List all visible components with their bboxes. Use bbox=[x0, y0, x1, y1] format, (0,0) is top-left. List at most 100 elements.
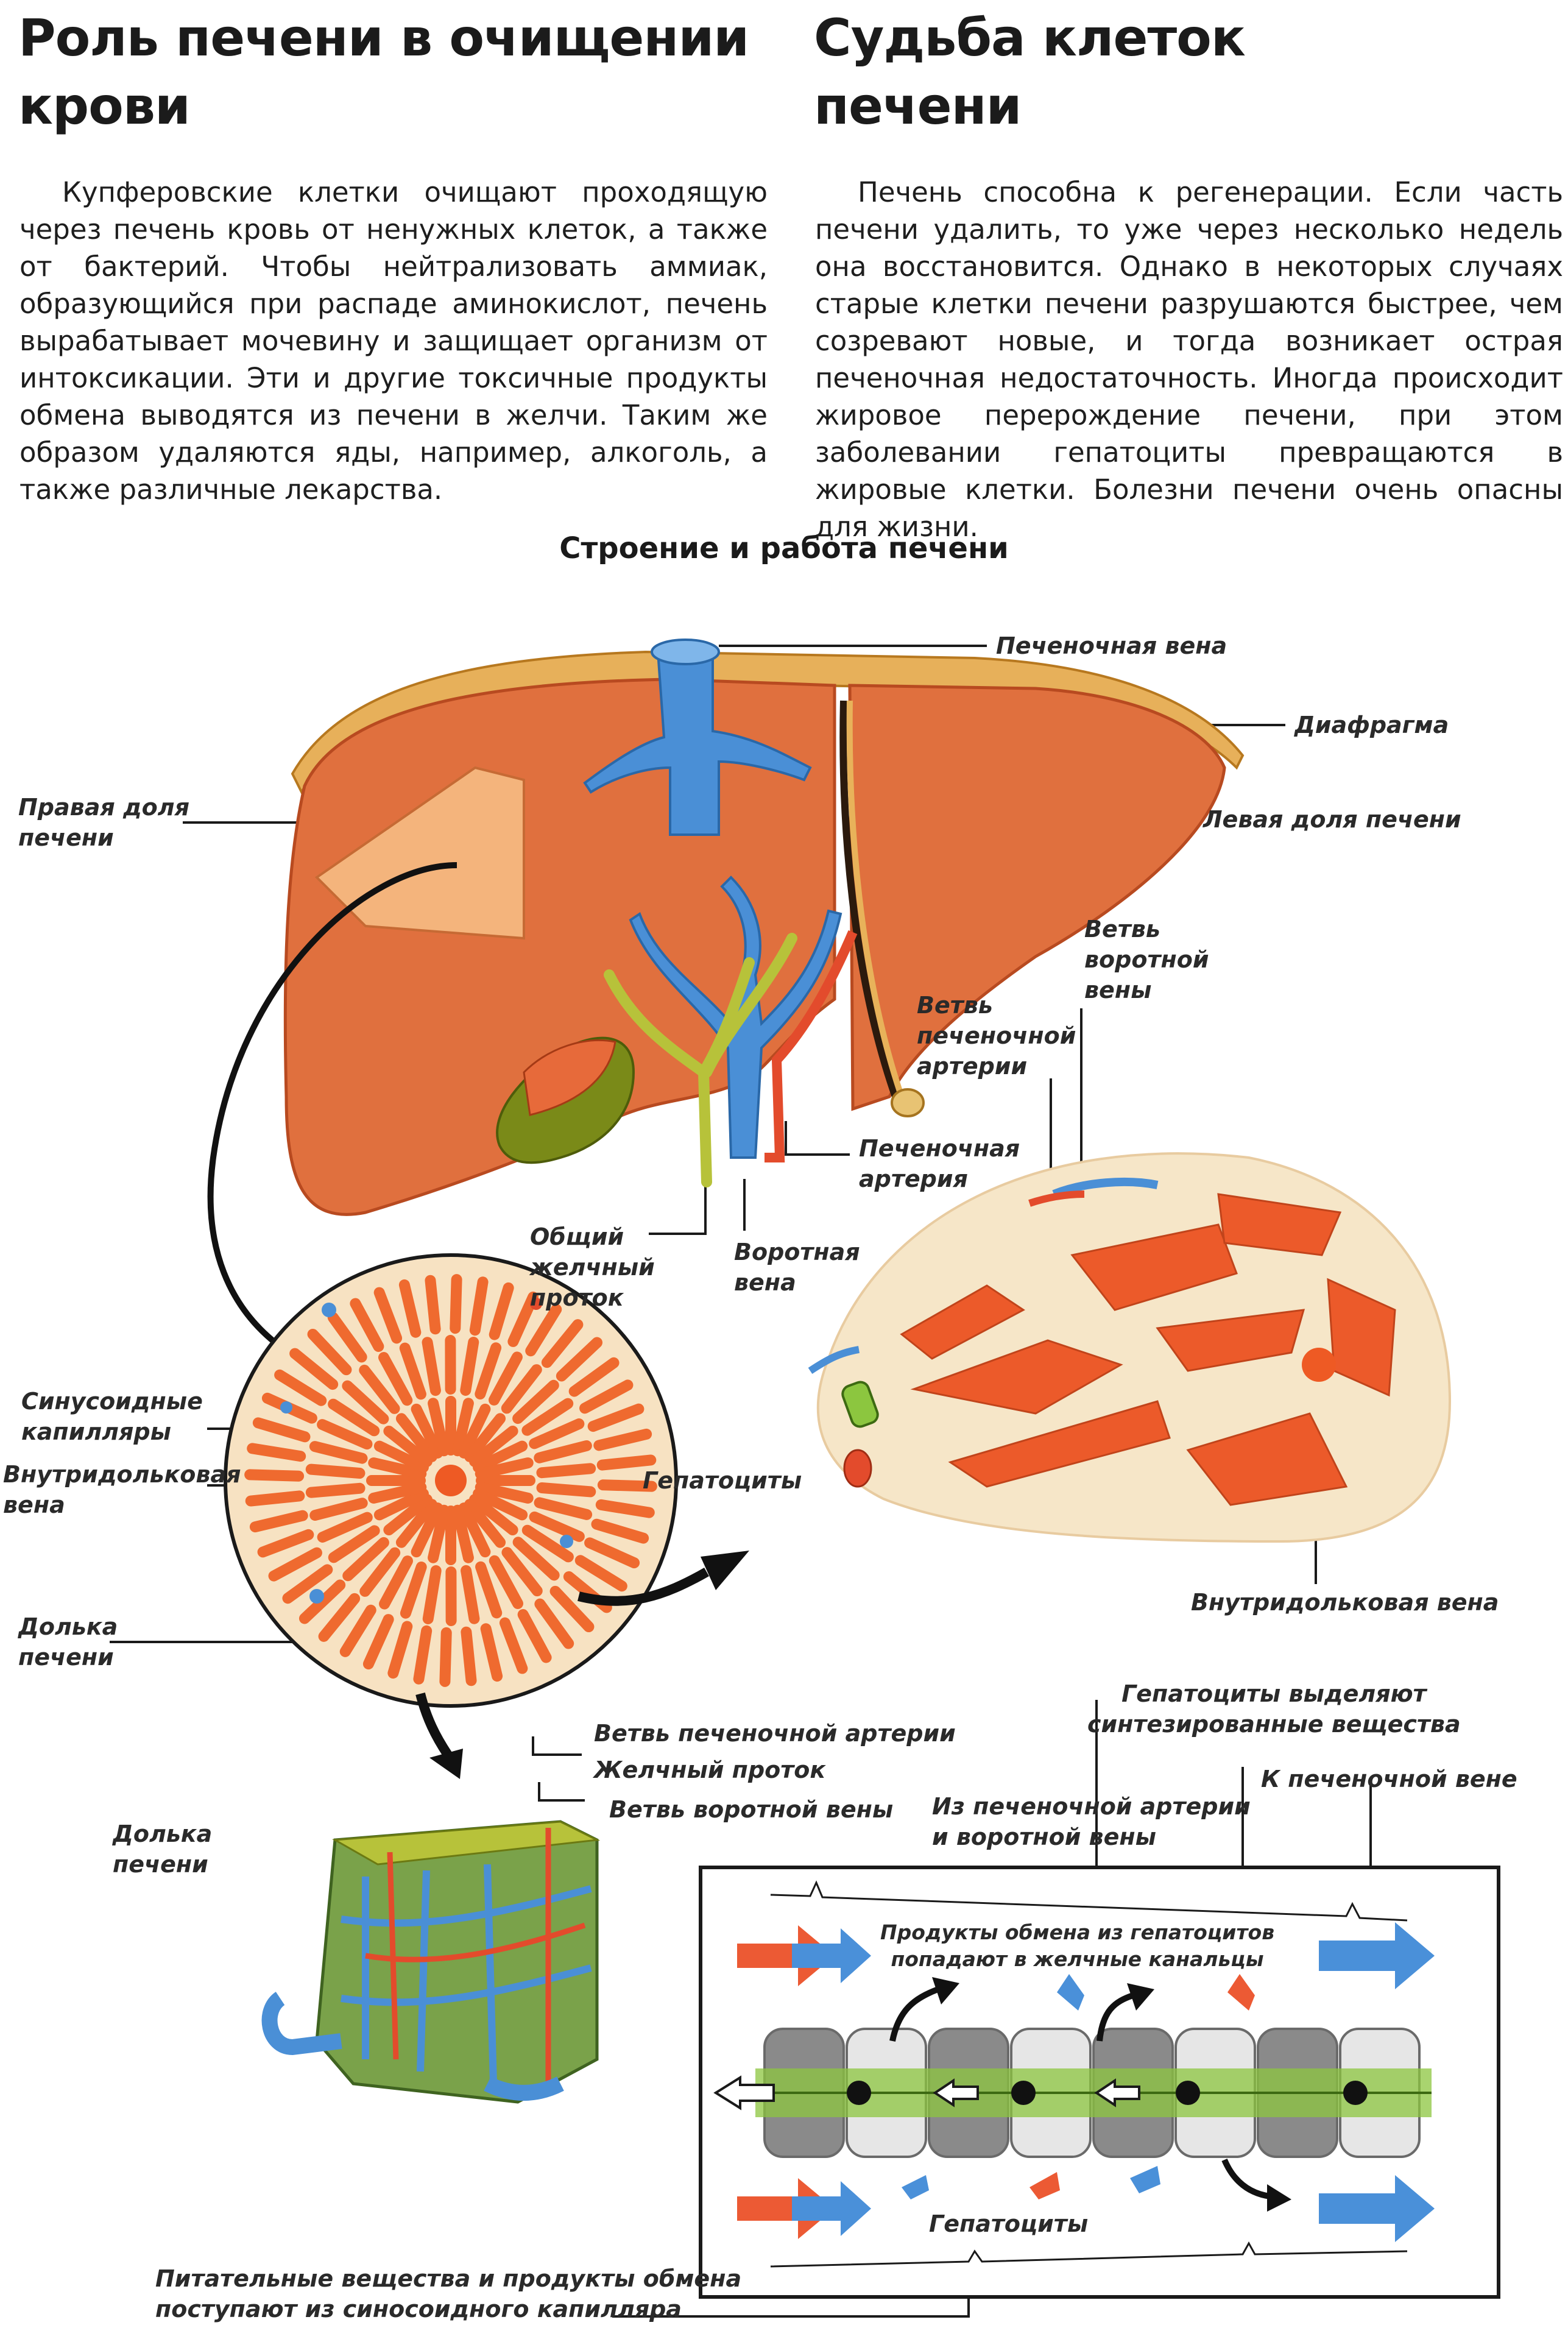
hepatic-artery-shape bbox=[765, 930, 858, 1162]
hepatocyte-cord bbox=[597, 1479, 657, 1492]
hepatocyte-cord bbox=[328, 1525, 380, 1563]
hepatocyte-cord bbox=[475, 1457, 534, 1479]
hepatocyte-cord bbox=[298, 1579, 346, 1624]
label-nutrients-line-1: Питательные вещества и продукты обмена bbox=[155, 2265, 742, 2292]
hepatocyte-cord bbox=[422, 1337, 441, 1396]
hepatocyte-cord bbox=[268, 1547, 322, 1582]
label-portal-vein-branch-line-2: воротной bbox=[1084, 946, 1209, 973]
liver-illustration bbox=[283, 639, 1245, 1216]
hepatocyte-cord bbox=[428, 1504, 450, 1563]
arrow-to-sinusoid bbox=[577, 1568, 709, 1606]
hepatocyte-cord bbox=[252, 1417, 311, 1443]
hepatocyte-cord bbox=[274, 1369, 327, 1406]
label-central-vein-left-line-2: вена bbox=[3, 1491, 65, 1518]
label-sinusoid-capillaries-line-2: капилляры bbox=[21, 1418, 171, 1445]
label-portal-vein-branch-line-1: Ветвь bbox=[1084, 916, 1160, 943]
hepatocyte-cord bbox=[282, 1564, 333, 1604]
hepatocyte-cord bbox=[469, 1276, 489, 1336]
hepatocyte-cord bbox=[536, 1482, 596, 1498]
hepatocyte-cord bbox=[422, 1565, 442, 1624]
label-nutrients: Питательные вещества и продукты обмена п… bbox=[155, 2263, 741, 2324]
hepatocyte-cord bbox=[247, 1443, 306, 1462]
hepatocyte-cord bbox=[458, 1403, 491, 1459]
label-portal-vein: Воротная вена bbox=[734, 1237, 860, 1298]
hepatocyte-cord bbox=[318, 1593, 361, 1642]
hepatocyte-cord bbox=[534, 1497, 593, 1520]
hepatocyte-cord bbox=[413, 1625, 433, 1685]
label-hepatocytes-bottom: Гепатоциты bbox=[929, 2210, 1089, 2237]
hepatocyte-cord bbox=[398, 1279, 422, 1338]
round-ligament bbox=[891, 1088, 925, 1117]
hepatocyte-cord bbox=[395, 1413, 437, 1462]
sinusoid-detail bbox=[808, 1152, 1452, 1543]
hepatocyte-cord bbox=[439, 1627, 452, 1687]
hepatocyte-cord bbox=[452, 1398, 474, 1457]
hepatic-vein-shape bbox=[583, 651, 812, 836]
hepatocyte-cord bbox=[596, 1454, 657, 1471]
hepatocyte-cord bbox=[342, 1380, 389, 1424]
hepatocyte-cord bbox=[244, 1469, 305, 1482]
connector-arrow-liver-lobule bbox=[207, 862, 457, 1349]
label-central-vein-left-line-1: Внутридольковая bbox=[3, 1461, 241, 1488]
label-from-artery-vein: Из печеночной артерии и воротной вены bbox=[932, 1791, 1251, 1852]
hepatocyte-cord bbox=[489, 1555, 524, 1609]
label-right-lobe: Правая доля печени bbox=[18, 792, 189, 853]
hepatocyte-cord bbox=[307, 1328, 352, 1376]
right-paragraph-text: Печень способна к регенерации. Если част… bbox=[815, 176, 1563, 543]
label-metabolic-products-line-2: попадают в желчные канальцы bbox=[891, 1947, 1264, 1971]
right-heading-line-1: Судьба клеток bbox=[814, 8, 1246, 68]
hepatocyte-cord bbox=[568, 1357, 620, 1397]
label-central-vein-left: Внутридольковая вена bbox=[3, 1459, 241, 1520]
right-heading-line-2: печени bbox=[814, 76, 1022, 136]
label-central-vein-right: Внутридольковая вена bbox=[1191, 1589, 1499, 1616]
hepatocyte-cord bbox=[257, 1529, 314, 1558]
hepatocyte-cord bbox=[461, 1565, 480, 1624]
hepatocyte-cord bbox=[383, 1425, 433, 1467]
hepatocyte-cord bbox=[328, 1398, 380, 1437]
hepatocyte-cord bbox=[536, 1463, 596, 1479]
bile-duct-shape bbox=[604, 933, 797, 1187]
hepatocyte-cord bbox=[556, 1337, 603, 1382]
hepatocyte-cord bbox=[584, 1537, 640, 1569]
label-from-artery-vein-line-2: и воротной вены bbox=[932, 1824, 1156, 1850]
hepatocyte-cord bbox=[373, 1488, 429, 1521]
hepatocyte-cord bbox=[395, 1499, 437, 1548]
hepatocyte-cord bbox=[289, 1348, 339, 1390]
hepatocyte-cord bbox=[342, 1537, 389, 1582]
label-left-lobe: Левая доля печени bbox=[1203, 806, 1461, 833]
label-hepatic-artery: Печеночная артерия bbox=[859, 1133, 1020, 1194]
hepatocyte-cord bbox=[383, 1494, 433, 1536]
hepatocyte-cord bbox=[317, 1512, 373, 1543]
hepatocyte-cord bbox=[464, 1413, 506, 1462]
hepatocyte-cord bbox=[452, 1504, 474, 1563]
label-hepatocytes-circle: Гепатоциты bbox=[643, 1467, 802, 1494]
hepatocyte-cord bbox=[534, 1598, 574, 1649]
hepatocyte-cord bbox=[458, 1502, 491, 1558]
label-lobule-top-line-2: печени bbox=[18, 1644, 114, 1671]
label-hepatic-artery-line-2: артерия bbox=[859, 1166, 968, 1192]
left-heading-line-1: Роль печени в очищении bbox=[18, 8, 749, 68]
hepatocyte-cord bbox=[591, 1518, 649, 1544]
label-hepatic-artery-line-1: Печеночная bbox=[859, 1135, 1020, 1162]
right-paragraph: Печень способна к регенерации. Если част… bbox=[815, 174, 1563, 545]
hepatocyte-cord bbox=[469, 1494, 518, 1536]
label-portal-branch-small: Ветвь воротной вены bbox=[609, 1796, 894, 1823]
hepatocyte-cord bbox=[425, 1275, 441, 1335]
hepatocyte-cord bbox=[501, 1547, 543, 1597]
label-portal-vein-line-2: вена bbox=[734, 1269, 796, 1296]
label-hepatic-artery-branch: Ветвь печеночной артерии bbox=[917, 990, 1076, 1081]
hepatocyte-cord bbox=[489, 1351, 523, 1406]
hepatocyte-cord bbox=[327, 1312, 367, 1363]
label-to-hepatic-vein: К печеночной вене bbox=[1261, 1766, 1517, 1792]
hepatocyte-cord bbox=[460, 1337, 479, 1396]
label-hepatic-artery-branch-line-3: артерии bbox=[917, 1053, 1028, 1080]
hepatocyte-cord bbox=[489, 1282, 514, 1340]
hepatocyte-cord bbox=[517, 1609, 552, 1663]
hepatocyte-cord bbox=[411, 1403, 443, 1459]
hepatocyte-cord bbox=[373, 1440, 429, 1473]
hepatocyte-cord bbox=[350, 1298, 384, 1352]
hepatocyte-cord bbox=[549, 1585, 595, 1633]
hepatocyte-cord bbox=[529, 1511, 585, 1542]
hepatocyte-cord bbox=[461, 1626, 477, 1686]
